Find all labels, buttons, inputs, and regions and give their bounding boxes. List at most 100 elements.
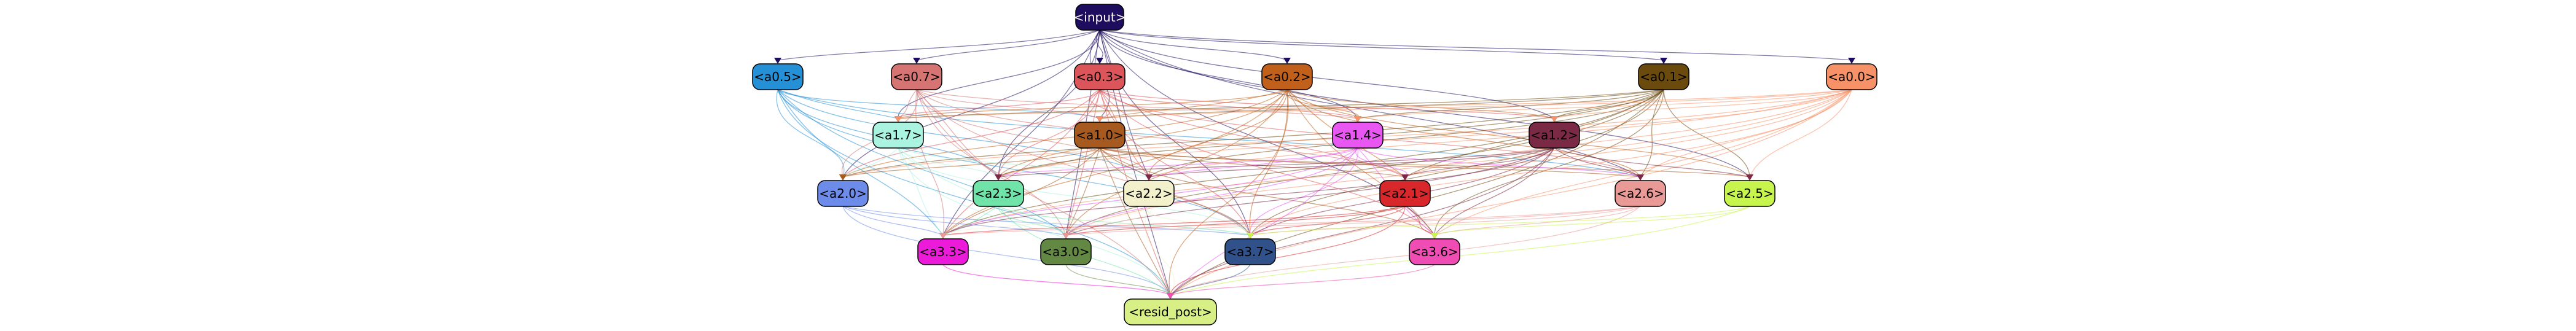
edge-a1.0-a3.7 [1099, 147, 1251, 236]
edge-a0.3-a1.4 [1099, 89, 1358, 119]
node-box[interactable] [1040, 238, 1092, 265]
node-box[interactable] [1615, 180, 1666, 207]
edge-arrowhead [839, 174, 847, 181]
node-box[interactable] [1332, 122, 1384, 149]
edge-a0.0-a1.4 [1357, 89, 1852, 119]
node-label: <a3.7> [1226, 244, 1274, 259]
node-box[interactable] [917, 238, 969, 265]
node-a2-5[interactable]: <a2.5> [1724, 180, 1775, 207]
edge-a0.1-a2.3 [998, 89, 1664, 177]
node-box[interactable] [1724, 180, 1775, 207]
node-label: <a1.4> [1334, 128, 1382, 142]
edge-a0.2-a3.0 [1065, 89, 1288, 236]
edge-a1.2-a2.5 [1554, 147, 1750, 177]
node-a3-6[interactable]: <a3.6> [1409, 238, 1460, 265]
node-label: <a0.5> [754, 69, 802, 84]
node-box[interactable] [1529, 122, 1580, 149]
edge-a1.2-a3.6 [1434, 147, 1555, 236]
edge-input-a0.7 [916, 29, 1100, 61]
node-label: <a2.6> [1616, 186, 1664, 201]
node-label: <a0.1> [1640, 69, 1688, 84]
edge-a0.2-a2.3 [998, 89, 1288, 177]
node-box[interactable] [891, 63, 942, 90]
edge-a1.0-a2.0 [842, 147, 1100, 177]
edge-a2.5-a3.6 [1434, 206, 1750, 236]
node-box[interactable] [872, 122, 924, 149]
node-label: <a3.0> [1042, 244, 1090, 259]
node-box[interactable] [1826, 63, 1877, 90]
edge-a1.7-a2.3 [898, 147, 999, 177]
graph-edges [774, 29, 1855, 299]
node-a0-3[interactable]: <a0.3> [1074, 63, 1126, 90]
node-label: <resid_post> [1129, 305, 1212, 319]
node-a1-0[interactable]: <a1.0> [1074, 122, 1126, 149]
node-label: <a3.3> [919, 244, 967, 259]
node-box[interactable] [973, 180, 1024, 207]
edge-a0.2-a1.0 [1099, 89, 1288, 119]
node-label: <a0.3> [1076, 69, 1124, 84]
edge-a0.0-a2.1 [1404, 89, 1852, 177]
edge-arrowhead [1848, 58, 1855, 64]
node-label: <a1.2> [1530, 128, 1578, 142]
edge-a1.4-a2.3 [998, 147, 1358, 177]
edge-a2.2-a3.7 [1146, 206, 1253, 236]
node-label: <a3.6> [1411, 244, 1458, 259]
edge-a1.7-a2.0 [842, 147, 899, 177]
edge-arrowhead [939, 233, 947, 239]
node-a1-7[interactable]: <a1.7> [872, 122, 924, 149]
node-a3-0[interactable]: <a3.0> [1040, 238, 1092, 265]
node-a2-2[interactable]: <a2.2> [1123, 180, 1175, 207]
node-label: <a1.0> [1076, 128, 1124, 142]
node-box[interactable] [1409, 238, 1460, 265]
edge-arrowhead [1354, 116, 1361, 122]
node-box[interactable] [1224, 238, 1276, 265]
node-box[interactable] [1124, 298, 1217, 325]
edge-a0.7-resid_post [916, 89, 1171, 296]
node-a3-7[interactable]: <a3.7> [1224, 238, 1276, 265]
node-a2-1[interactable]: <a2.1> [1379, 180, 1431, 207]
node-input[interactable]: <input> [1074, 4, 1126, 31]
edge-a0.1-a2.2 [1148, 89, 1664, 177]
node-a0-0[interactable]: <a0.0> [1826, 63, 1877, 90]
node-a3-3[interactable]: <a3.3> [917, 238, 969, 265]
edge-arrowhead [1746, 174, 1753, 181]
node-a2-6[interactable]: <a2.6> [1615, 180, 1666, 207]
edge-a2.5-a3.7 [1250, 206, 1750, 236]
edge-arrowhead [913, 58, 920, 64]
edge-arrowhead [1145, 174, 1153, 181]
node-box[interactable] [1261, 63, 1313, 90]
edge-input-a0.5 [777, 29, 1100, 61]
node-a1-2[interactable]: <a1.2> [1529, 122, 1580, 149]
edge-a2.6-resid_post [1170, 206, 1641, 296]
edge-a1.2-a2.6 [1554, 147, 1641, 177]
node-box[interactable] [1074, 122, 1126, 149]
node-a1-4[interactable]: <a1.4> [1332, 122, 1384, 149]
node-box[interactable] [1379, 180, 1431, 207]
node-a2-0[interactable]: <a2.0> [817, 180, 869, 207]
edge-a0.1-a3.3 [942, 89, 1664, 236]
node-a2-3[interactable]: <a2.3> [973, 180, 1024, 207]
edge-a0.0-a2.3 [998, 89, 1852, 177]
node-box[interactable] [1074, 63, 1126, 90]
node-a0-2[interactable]: <a0.2> [1261, 63, 1313, 90]
graph-nodes: <input> <a0.5> <a0.7> <a0.3> <a0.2> <a0.1> <a0… [752, 4, 1877, 325]
node-a0-7[interactable]: <a0.7> [891, 63, 942, 90]
node-a0-5[interactable]: <a0.5> [752, 63, 804, 90]
node-a0-1[interactable]: <a0.1> [1638, 63, 1689, 90]
node-box[interactable] [752, 63, 804, 90]
node-box[interactable] [817, 180, 869, 207]
edge-a0.1-a3.0 [1065, 89, 1664, 236]
edge-a0.1-a1.7 [898, 89, 1664, 119]
node-label: <a2.3> [974, 186, 1022, 201]
node-box[interactable] [1123, 180, 1175, 207]
node-box[interactable] [1075, 4, 1124, 31]
edge-a2.2-a3.0 [1063, 206, 1152, 236]
edge-a0.3-a1.7 [898, 89, 1100, 119]
node-resid_post[interactable]: <resid_post> [1124, 298, 1217, 325]
edge-arrowhead [1637, 174, 1644, 181]
node-box[interactable] [1638, 63, 1689, 90]
edge-a0.1-a2.0 [842, 89, 1664, 177]
edge-a2.0-resid_post [842, 206, 1171, 296]
node-label: <a1.7> [874, 128, 922, 142]
edge-a1.0-a2.6 [1099, 147, 1641, 177]
